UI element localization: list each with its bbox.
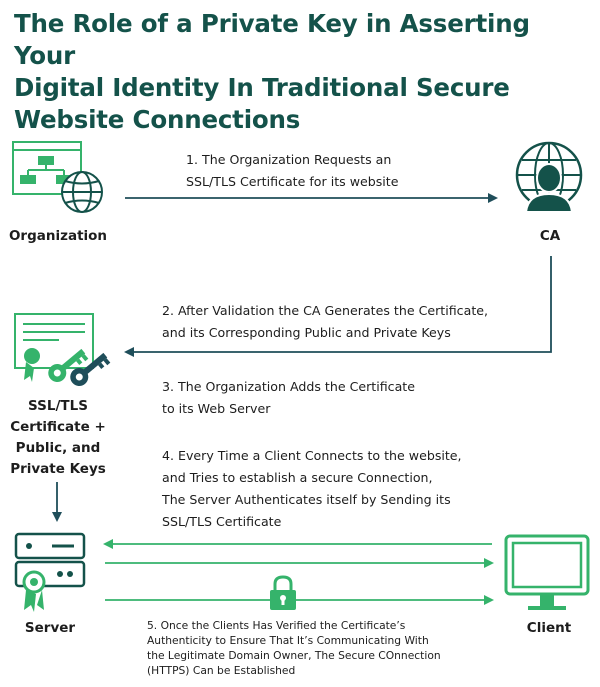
step-5-line-1: 5. Once the Clients Has Verified the Cer… (147, 619, 406, 632)
step-4-line-3: The Server Authenticates itself by Sendi… (162, 492, 451, 507)
lock-icon (270, 575, 296, 610)
step-2-text: 2. After Validation the CA Generates the… (162, 300, 488, 344)
cert-label-line-2: Certificate + (10, 419, 106, 435)
certificate-keys-icon (14, 313, 111, 386)
ca-label: CA (539, 228, 561, 244)
ca-icon (515, 141, 583, 213)
step-4-line-1: 4. Every Time a Client Connects to the w… (162, 448, 462, 463)
cert-label-line-4: Private Keys (10, 461, 106, 477)
title-line-2: Digital Identity In Traditional Secure (14, 73, 510, 102)
step-2-line-1: 2. After Validation the CA Generates the… (162, 303, 489, 318)
step-4-text: 4. Every Time a Client Connects to the w… (162, 445, 462, 533)
step-5-line-4: (HTTPS) Can be Established (147, 664, 296, 677)
step-4-line-2: and Tries to establish a secure Connecti… (162, 470, 433, 485)
page-title: The Role of a Private Key in Asserting Y… (14, 8, 594, 136)
cert-label-line-1: SSL/TLS (28, 398, 88, 414)
client-label: Client (526, 620, 572, 636)
organization-icon (12, 141, 103, 213)
server-label: Server (24, 620, 76, 636)
arrow-ca-to-cert (124, 256, 552, 357)
title-line-3: Website Connections (14, 105, 301, 134)
server-icon (14, 532, 86, 612)
certificate-keys-label: SSL/TLS Certificate + Public, and Privat… (0, 396, 116, 480)
step-3-line-2: to its Web Server (162, 401, 271, 416)
step-1-line-1: 1. The Organization Requests an (186, 152, 392, 167)
title-line-1: The Role of a Private Key in Asserting Y… (14, 9, 530, 70)
step-4-line-4: SSL/TLS Certificate (162, 514, 282, 529)
step-3-text: 3. The Organization Adds the Certificate… (162, 376, 415, 420)
cert-label-line-3: Public, and (15, 440, 101, 456)
step-2-line-2: and its Corresponding Public and Private… (162, 325, 451, 340)
step-1-line-2: SSL/TLS Certificate for its website (186, 174, 399, 189)
step-5-line-3: the Legitimate Domain Owner, The Secure … (147, 649, 441, 662)
step-1-text: 1. The Organization Requests an SSL/TLS … (186, 149, 398, 193)
step-3-line-1: 3. The Organization Adds the Certificate (162, 379, 415, 394)
step-5-text: 5. Once the Clients Has Verified the Cer… (147, 618, 441, 678)
client-monitor-icon (504, 534, 590, 610)
step-5-line-2: Authenticity to Ensure That It’s Communi… (147, 634, 429, 647)
organization-label: Organization (8, 228, 108, 244)
